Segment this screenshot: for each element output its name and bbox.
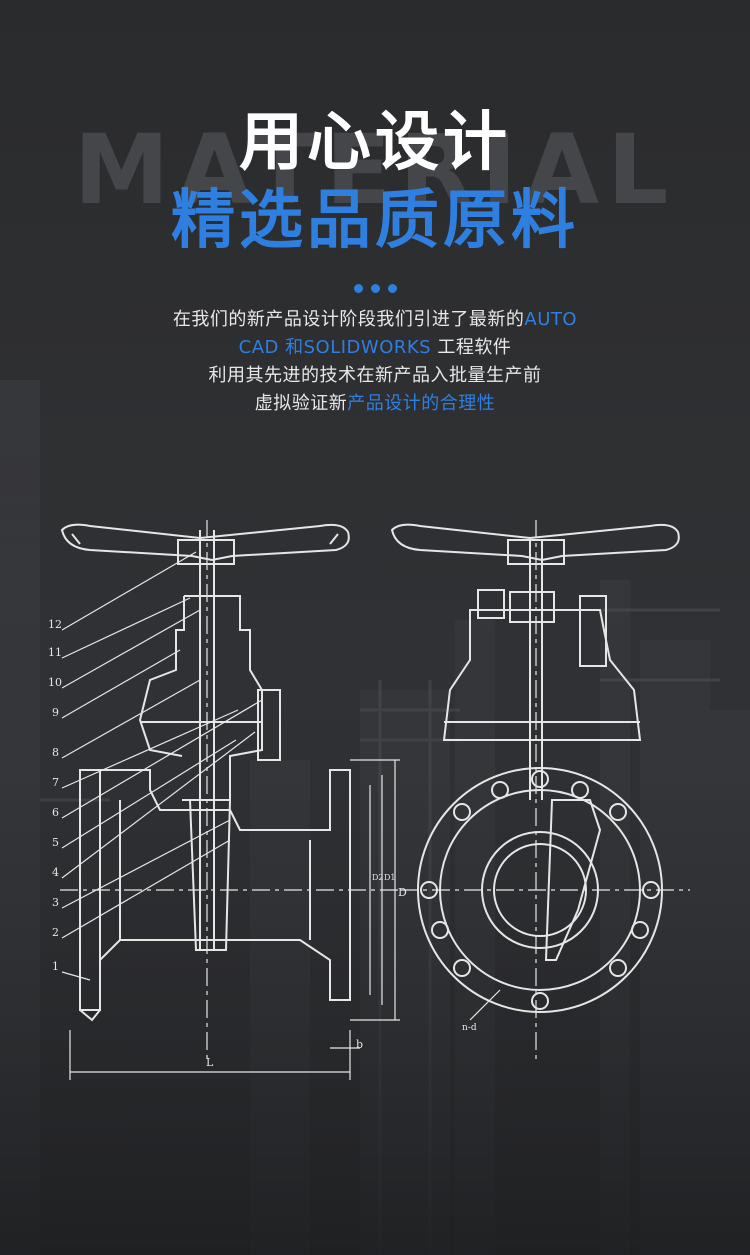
description-line-2: CAD 和SOLIDWORKS 工程软件 (0, 334, 750, 362)
description-line-4: 虚拟验证新产品设计的合理性 (0, 390, 750, 418)
part-number-label: 10 (48, 676, 62, 689)
part-number-label: 1 (52, 960, 59, 973)
gate-valve-technical-drawing: 12 11 10 9 8 7 6 5 4 3 2 1 L b D D1 D2 n… (48, 520, 690, 1080)
description-highlight: 产品设计的合理性 (347, 393, 496, 414)
pagination-dots (0, 278, 750, 297)
description: 在我们的新产品设计阶段我们引进了最新的AUTO CAD 和SOLIDWORKS … (0, 306, 750, 418)
dimension-label-diameter: D (398, 886, 407, 899)
part-number-label: 2 (52, 926, 59, 939)
description-text: 虚拟验证新 (254, 393, 348, 414)
headline-accent: 精选品质原料 (171, 184, 579, 258)
part-number-label: 3 (52, 896, 59, 909)
dimension-label-diameter-2: D2 (372, 873, 384, 882)
part-number-label: 11 (48, 646, 62, 659)
description-highlight: CAD 和SOLIDWORKS (238, 337, 432, 358)
dimension-label-bolt-holes: n-d (462, 1023, 477, 1033)
description-line-3: 利用其先进的技术在新产品入批量生产前 (0, 362, 750, 390)
dot-icon (387, 284, 397, 293)
dot-icon (370, 284, 380, 293)
watermark-text: MATERIAL (73, 114, 677, 226)
description-text: 利用其先进的技术在新产品入批量生产前 (208, 365, 542, 386)
headline-primary: 用心设计 (239, 106, 511, 180)
description-text: 在我们的新产品设计阶段我们引进了最新的 (172, 309, 525, 330)
part-number-label: 6 (52, 806, 59, 819)
description-text: 工程软件 (431, 337, 512, 358)
description-highlight: AUTO (524, 309, 578, 330)
dimension-label-thickness: b (356, 1038, 363, 1051)
part-number-label: 5 (52, 836, 59, 849)
part-number-label: 9 (52, 706, 59, 719)
dimension-label-diameter-1: D1 (384, 873, 396, 882)
part-number-label: 7 (52, 776, 59, 789)
dot-icon (353, 284, 363, 293)
dimension-label-length: L (206, 1056, 214, 1069)
part-number-label: 12 (48, 618, 62, 631)
part-number-label: 4 (52, 866, 59, 879)
description-line-1: 在我们的新产品设计阶段我们引进了最新的AUTO (0, 306, 750, 334)
part-number-label: 8 (52, 746, 59, 759)
